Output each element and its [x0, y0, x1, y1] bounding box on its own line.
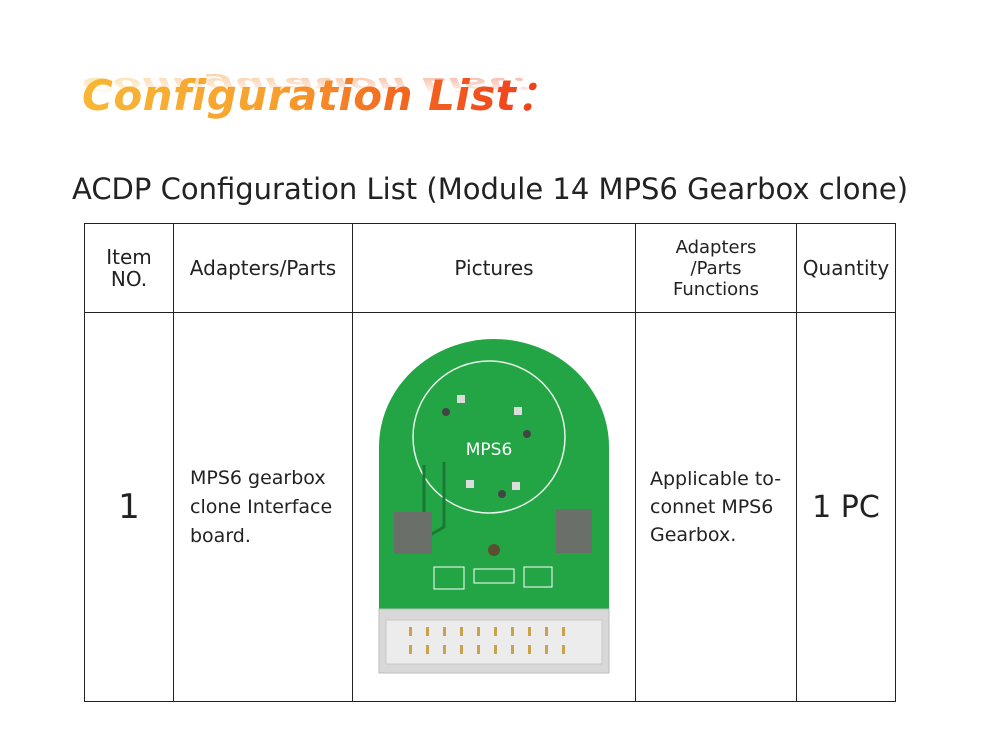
- part-name: MPS6 gearbox clone Interface board.: [173, 312, 353, 702]
- table-row: 1 MPS6 gearbox clone Interface board. MP…: [84, 312, 896, 702]
- item-number: 1: [84, 312, 174, 702]
- picture-cell: MPS6: [352, 312, 636, 702]
- pcb-board-image: MPS6: [378, 339, 610, 674]
- header-pictures: Pictures: [352, 223, 636, 313]
- banner-title-reflection: Configuration List：: [82, 73, 550, 96]
- header-quantity: Quantity: [796, 223, 896, 313]
- function-description: Applicable to-connet MPS6 Gearbox.: [635, 312, 797, 702]
- pcb-label: MPS6: [466, 440, 513, 460]
- header-adapters-parts: Adapters/Parts: [173, 223, 353, 313]
- quantity: 1 PC: [796, 312, 896, 702]
- banner-title: Configuration List：: [82, 71, 559, 120]
- page-title: ACDP Configuration List (Module 14 MPS6 …: [71, 172, 909, 206]
